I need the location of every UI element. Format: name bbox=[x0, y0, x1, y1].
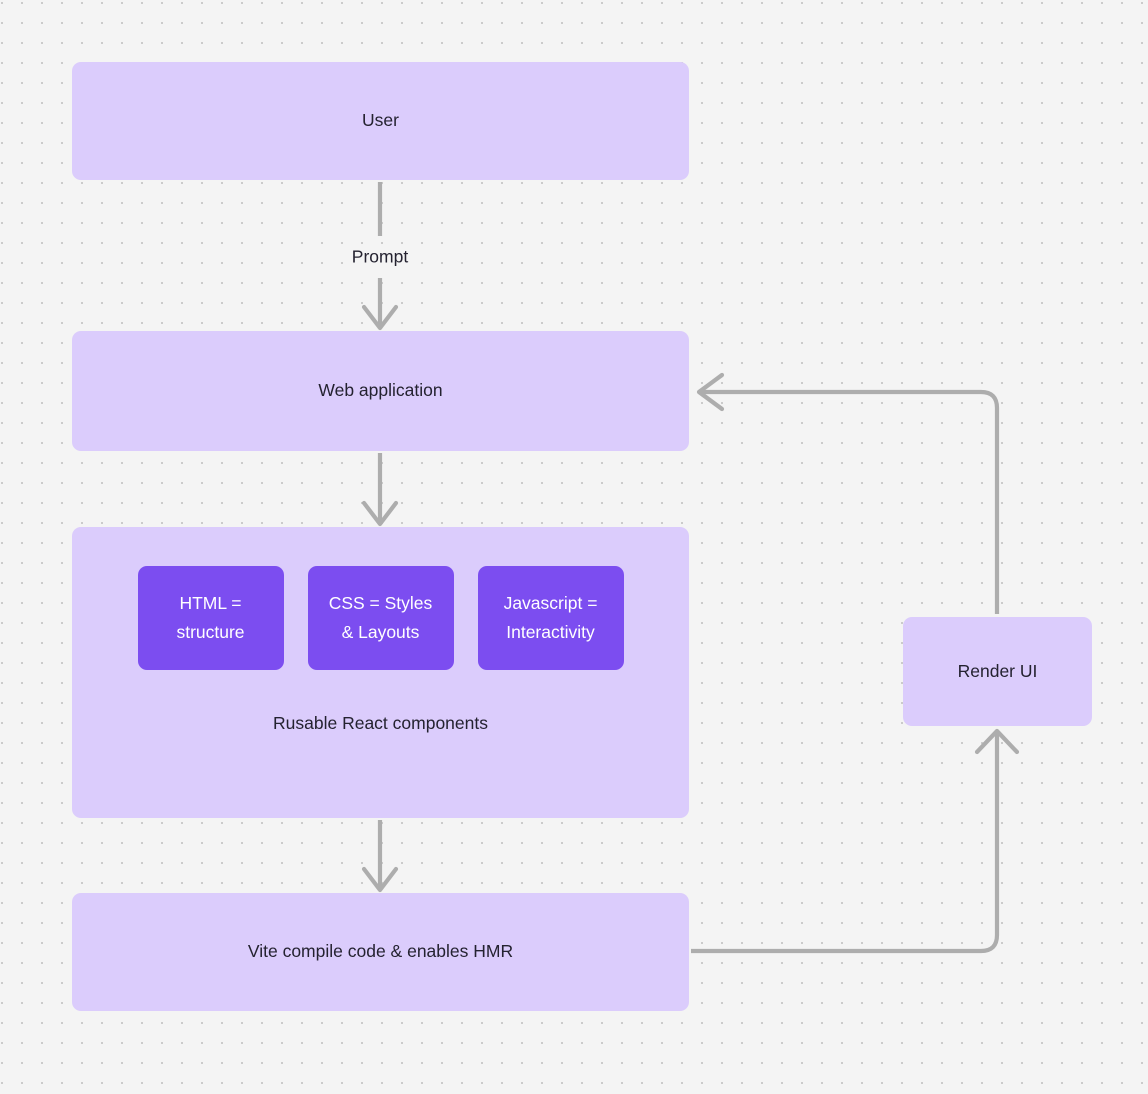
chip-css[interactable]: CSS = Styles& Layouts bbox=[307, 566, 454, 670]
chip-html-label: HTML =structure bbox=[176, 593, 245, 642]
node-user-label: User bbox=[362, 110, 399, 131]
arrowhead-user-to-webapp bbox=[361, 304, 399, 331]
chip-javascript-label: Javascript =Interactivity bbox=[503, 593, 598, 642]
chip-html[interactable]: HTML =structure bbox=[137, 566, 284, 670]
node-user[interactable]: User bbox=[72, 62, 689, 180]
node-render-ui-label: Render UI bbox=[957, 660, 1038, 681]
node-render-ui[interactable]: Render UI bbox=[903, 617, 1092, 726]
arrowhead-vite-to-render bbox=[974, 728, 1020, 755]
edge-label-prompt: Prompt bbox=[346, 246, 414, 268]
node-vite-label: Vite compile code & enables HMR bbox=[247, 941, 514, 962]
arrowhead-components-to-vite bbox=[361, 866, 399, 893]
arrowhead-render-to-webapp bbox=[696, 372, 725, 412]
edge-vite-to-render bbox=[691, 732, 1000, 954]
arrowhead-webapp-to-components bbox=[361, 500, 399, 527]
node-web-application-label: Web application bbox=[318, 380, 443, 401]
node-react-components-caption: Rusable React components bbox=[273, 713, 488, 733]
node-react-components[interactable]: HTML =structure CSS = Styles& Layouts Ja… bbox=[72, 527, 689, 818]
node-web-application[interactable]: Web application bbox=[72, 331, 689, 451]
edge-render-to-webapp bbox=[702, 389, 1000, 614]
chip-css-label: CSS = Styles& Layouts bbox=[328, 593, 433, 642]
node-vite[interactable]: Vite compile code & enables HMR bbox=[72, 893, 689, 1011]
chip-row: HTML =structure CSS = Styles& Layouts Ja… bbox=[72, 566, 689, 670]
chip-javascript[interactable]: Javascript =Interactivity bbox=[477, 566, 624, 670]
